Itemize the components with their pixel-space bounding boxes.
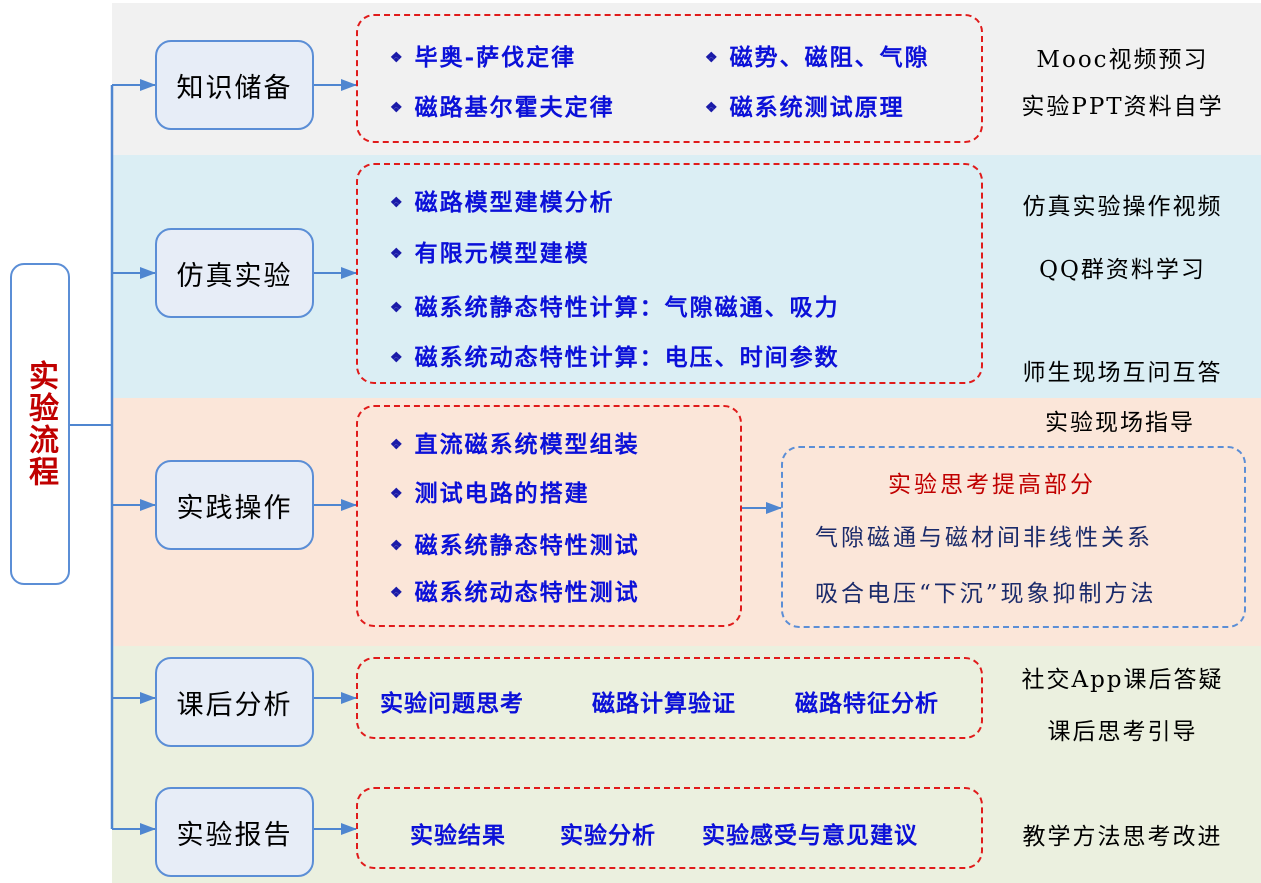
stage-knowledge-items-box — [356, 14, 983, 143]
note-text: 师生现场互问互答 — [1022, 360, 1223, 386]
stage-practice-items-box — [356, 405, 742, 627]
note-text: 实验PPT资料自学 — [1021, 94, 1224, 120]
stage-label: 知识储备 — [176, 72, 293, 104]
stage-label: 课后分析 — [176, 689, 293, 721]
diamond-bullet-icon: ❖ — [705, 100, 720, 116]
advanced-title: 实验思考提高部分 — [888, 472, 1096, 498]
list-item: 磁路特征分析 — [795, 690, 939, 717]
note-text: 仿真实验操作视频 — [1022, 194, 1223, 220]
stage-analysis-box[interactable]: 课后分析 — [155, 657, 314, 747]
list-item: ❖磁系统静态特性计算：气隙磁通、吸力 — [390, 294, 840, 321]
stage-label: 实践操作 — [176, 492, 293, 524]
advanced-box — [781, 446, 1246, 628]
list-item: 磁路计算验证 — [592, 690, 736, 717]
list-item: 实验结果 — [410, 822, 506, 849]
note-text: 实验现场指导 — [1045, 410, 1195, 436]
process-root-box: 实验流程 — [10, 263, 70, 585]
note-text: Mooc视频预习 — [1036, 47, 1209, 73]
list-item: ❖磁势、磁阻、气隙 — [705, 44, 930, 71]
process-title: 实验流程 — [23, 360, 58, 488]
stage-report-box[interactable]: 实验报告 — [155, 787, 314, 877]
stage-simulation-box[interactable]: 仿真实验 — [155, 228, 314, 318]
note-text: QQ群资料学习 — [1039, 257, 1206, 283]
diamond-bullet-icon: ❖ — [390, 300, 405, 316]
stage-knowledge-box[interactable]: 知识储备 — [155, 40, 314, 130]
advanced-item: 气隙磁通与磁材间非线性关系 — [815, 525, 1153, 551]
list-item: ❖直流磁系统模型组装 — [390, 431, 640, 458]
diamond-bullet-icon: ❖ — [390, 195, 405, 211]
list-item: ❖毕奥-萨伐定律 — [390, 44, 577, 71]
stage-analysis-items-box — [356, 657, 983, 739]
diamond-bullet-icon: ❖ — [390, 350, 405, 366]
list-item: ❖磁路基尔霍夫定律 — [390, 94, 615, 121]
note-text: 课后思考引导 — [1047, 719, 1198, 745]
note-text: 教学方法思考改进 — [1022, 824, 1223, 850]
list-item: ❖测试电路的搭建 — [390, 480, 590, 507]
list-item: ❖磁系统动态特性计算：电压、时间参数 — [390, 344, 840, 371]
diamond-bullet-icon: ❖ — [390, 486, 405, 502]
stage-report-items-box — [356, 787, 983, 869]
advanced-item: 吸合电压“下沉”现象抑制方法 — [815, 581, 1157, 607]
diamond-bullet-icon: ❖ — [705, 50, 720, 66]
list-item: ❖磁系统动态特性测试 — [390, 579, 640, 606]
note-text: 社交App课后答疑 — [1021, 667, 1224, 693]
diamond-bullet-icon: ❖ — [390, 50, 405, 66]
diamond-bullet-icon: ❖ — [390, 437, 405, 453]
list-item: 实验分析 — [560, 822, 656, 849]
stage-label: 实验报告 — [176, 819, 293, 851]
list-item: ❖磁系统静态特性测试 — [390, 532, 640, 559]
diamond-bullet-icon: ❖ — [390, 100, 405, 116]
stage-label: 仿真实验 — [176, 260, 293, 292]
diamond-bullet-icon: ❖ — [390, 246, 405, 262]
diamond-bullet-icon: ❖ — [390, 585, 405, 601]
list-item: 实验感受与意见建议 — [702, 822, 918, 849]
list-item: ❖磁系统测试原理 — [705, 94, 905, 121]
stage-practice-box[interactable]: 实践操作 — [155, 460, 314, 550]
list-item: 实验问题思考 — [380, 690, 524, 717]
stage-simulation-items-box — [356, 163, 983, 384]
list-item: ❖有限元模型建模 — [390, 240, 590, 267]
list-item: ❖磁路模型建模分析 — [390, 189, 615, 216]
diamond-bullet-icon: ❖ — [390, 538, 405, 554]
